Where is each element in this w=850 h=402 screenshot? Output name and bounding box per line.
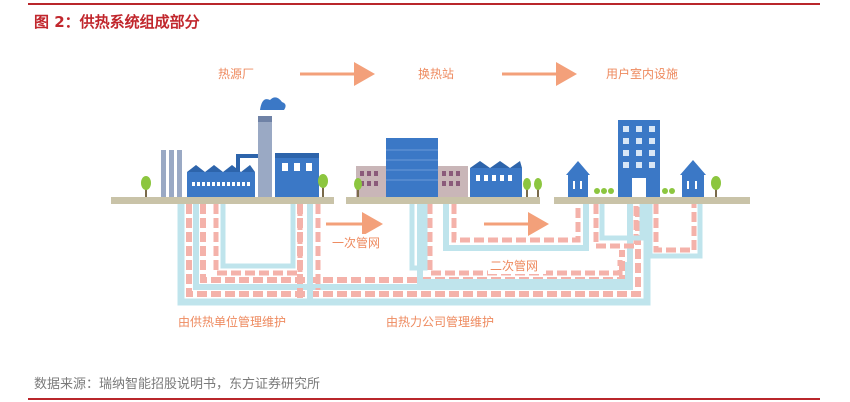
tree-icon xyxy=(711,176,721,197)
tree-icon xyxy=(523,178,531,197)
apartment-tower xyxy=(618,120,660,197)
secondary-network-label: 二次管网 xyxy=(490,258,538,273)
source-note: 数据来源：瑞纳智能招股说明书，东方证券研究所 xyxy=(34,377,321,392)
shrub-row xyxy=(594,188,614,194)
heat-exchange-station xyxy=(356,138,522,197)
tree-icon xyxy=(534,178,542,197)
shrub-row xyxy=(662,188,675,194)
primary-network-label: 一次管网 xyxy=(332,235,380,250)
heat-company-maintenance-label: 由热力公司管理维护 xyxy=(386,314,494,329)
stage-exchange-station-label: 换热站 xyxy=(418,67,454,81)
heat-source-plant xyxy=(161,97,319,197)
ground-right xyxy=(554,197,750,204)
figure-title: 图 2：供热系统组成部分 xyxy=(34,13,200,31)
pipe-network xyxy=(177,204,703,306)
bottom-rule xyxy=(28,398,820,400)
tree-icon xyxy=(354,178,362,197)
top-rule xyxy=(28,3,820,5)
heat-unit-maintenance-label: 由供热单位管理维护 xyxy=(178,314,286,329)
house-icon xyxy=(680,160,706,197)
primary-label-bg xyxy=(330,234,386,250)
ground-left xyxy=(111,197,334,204)
tree-icon xyxy=(141,176,151,197)
stage-indoor-facility-label: 用户室内设施 xyxy=(606,66,678,81)
ground-middle xyxy=(346,197,540,204)
smoke-cloud-icon xyxy=(260,97,286,110)
house-icon xyxy=(566,161,590,197)
secondary-label-bg xyxy=(488,258,546,274)
stage-heat-source-label: 热源厂 xyxy=(218,67,254,81)
tree-icon xyxy=(318,174,328,197)
